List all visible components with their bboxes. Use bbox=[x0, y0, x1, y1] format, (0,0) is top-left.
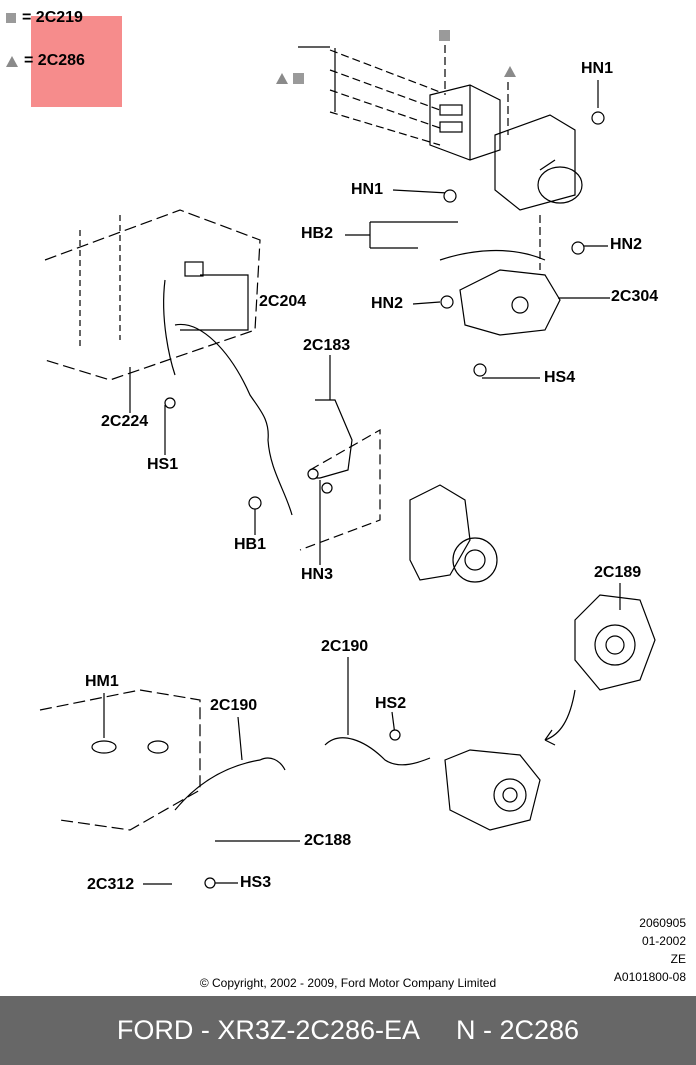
label-2c190-top: 2C190 bbox=[321, 638, 369, 655]
highlight-box bbox=[31, 16, 122, 107]
meta-line: ZE bbox=[670, 952, 686, 966]
hub-lower bbox=[444, 749, 541, 831]
label-2c183: 2C183 bbox=[303, 337, 351, 354]
label-hn1-mid: HN1 bbox=[351, 181, 384, 198]
label-2c224: 2C224 bbox=[101, 413, 149, 430]
label-2c304: 2C304 bbox=[611, 288, 659, 305]
label-2c190-mid: 2C190 bbox=[210, 697, 258, 714]
label-hs3: HS3 bbox=[240, 874, 272, 891]
label-2c312: 2C312 bbox=[87, 876, 135, 893]
harness-2c204 bbox=[163, 261, 293, 516]
legend-square-row: = 2C219 bbox=[6, 9, 83, 27]
abs-module bbox=[429, 84, 583, 211]
square-icon bbox=[6, 13, 16, 23]
meta-line: A0101800-08 bbox=[613, 970, 686, 984]
label-2c204: 2C204 bbox=[259, 293, 307, 310]
label-2c189: 2C189 bbox=[594, 564, 642, 581]
label-hb2: HB2 bbox=[301, 225, 334, 242]
label-2c188: 2C188 bbox=[304, 832, 352, 849]
knuckle-upper bbox=[299, 428, 498, 583]
label-hn3: HN3 bbox=[301, 566, 334, 583]
fasteners bbox=[164, 111, 605, 889]
triangle-icon bbox=[504, 66, 516, 77]
square-icon bbox=[293, 73, 304, 84]
label-hn2-right: HN2 bbox=[610, 236, 643, 253]
meta-line: 2060905 bbox=[639, 916, 686, 930]
copyright-notice: © Copyright, 2002 - 2009, Ford Motor Com… bbox=[199, 976, 497, 990]
triangle-icon bbox=[6, 55, 18, 67]
legend-square-text: = 2C219 bbox=[22, 9, 83, 26]
hub-2c189 bbox=[544, 594, 656, 746]
label-hm1: HM1 bbox=[85, 673, 119, 690]
footer-ref: N - 2C286 bbox=[456, 1015, 580, 1045]
label-hb1: HB1 bbox=[234, 536, 267, 553]
bracket-2c304 bbox=[439, 249, 561, 336]
parts-diagram bbox=[39, 30, 656, 889]
frame-rail-upper bbox=[44, 209, 261, 381]
harness-2c190-lower bbox=[174, 737, 431, 811]
leader-lines bbox=[103, 46, 621, 885]
square-icon bbox=[439, 30, 450, 41]
frame-rail-lower bbox=[39, 689, 201, 831]
label-hs4: HS4 bbox=[544, 369, 576, 386]
legend-triangle-row: = 2C286 bbox=[6, 52, 85, 70]
module-bolts bbox=[329, 48, 441, 146]
bracket-2c183 bbox=[315, 399, 353, 479]
footer-bar: FORD - XR3Z-2C286-EA N - 2C286 bbox=[0, 996, 696, 1065]
label-hs1: HS1 bbox=[147, 456, 179, 473]
label-hn1-top: HN1 bbox=[581, 60, 614, 77]
legend-triangle-text: = 2C286 bbox=[24, 52, 85, 69]
footer-part-number: FORD - XR3Z-2C286-EA bbox=[116, 1015, 420, 1045]
label-hs2: HS2 bbox=[375, 695, 407, 712]
triangle-icon bbox=[276, 73, 288, 84]
meta-line: 01-2002 bbox=[641, 934, 686, 948]
drawing-meta: 2060905 01-2002 ZE A0101800-08 bbox=[614, 914, 686, 986]
label-hn2-left: HN2 bbox=[371, 295, 404, 312]
